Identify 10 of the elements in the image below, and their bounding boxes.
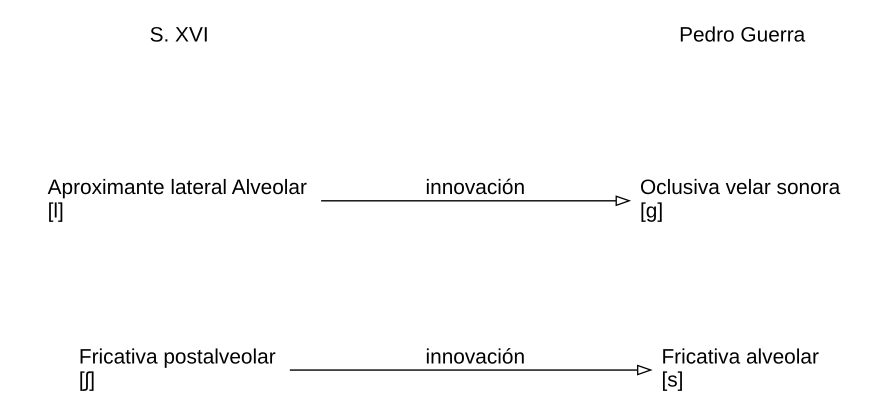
label: Pedro Guerra (678, 24, 805, 47)
arrow (289, 364, 652, 376)
arrow (320, 195, 631, 206)
edge-label: innovación (424, 176, 525, 200)
node-text: Fricativa alveolar [s] (660, 345, 818, 392)
node-text: Oclusiva velar sonora [ɡ] (639, 176, 840, 222)
node-text: Aproximante lateral Alveolar [l] (47, 176, 306, 222)
label: S. XVI (149, 24, 208, 47)
edge-label: innovación (424, 345, 525, 368)
node-text: Fricativa postalveolar [ʃ] (78, 345, 276, 392)
